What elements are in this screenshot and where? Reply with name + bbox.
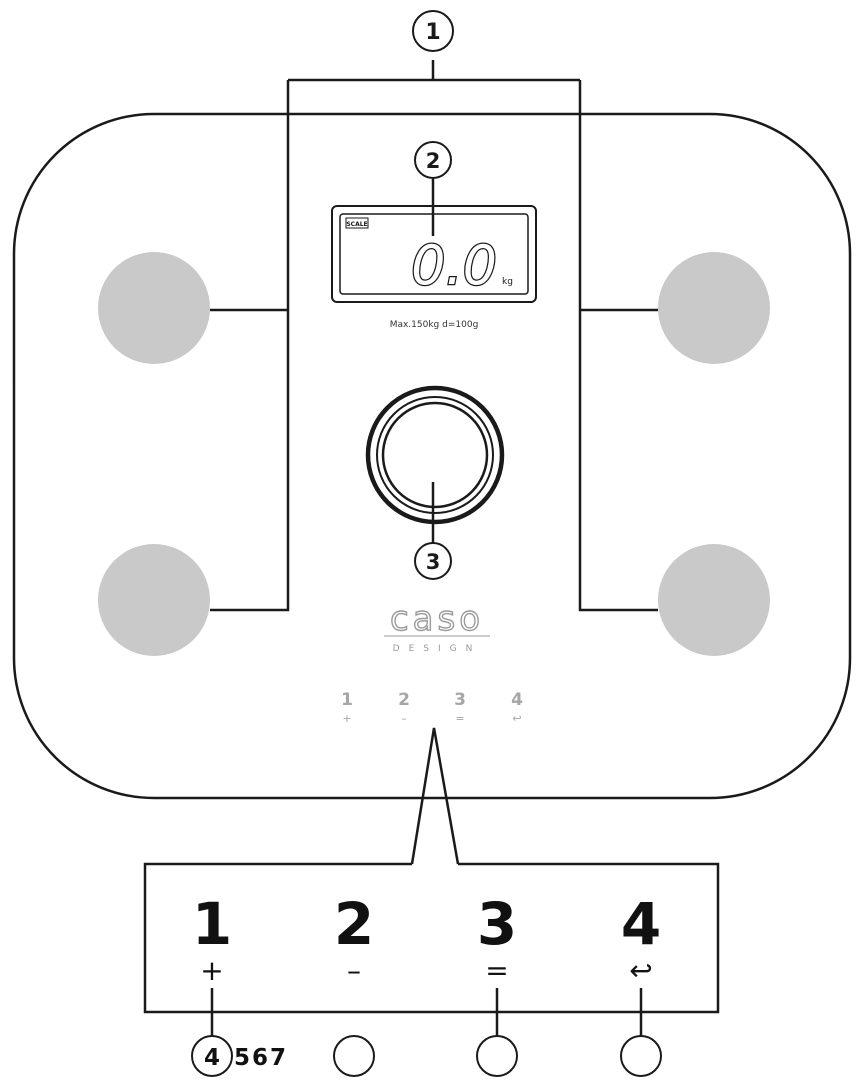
platform-button-2-number: 2 (398, 690, 410, 710)
callout-1-leaders (210, 60, 658, 612)
platform-button-1-symbol: + (342, 712, 351, 725)
center-sensor-outer (365, 385, 505, 525)
bottom-callout-4-circle (620, 1035, 662, 1077)
sensor-pad-top-left (98, 252, 210, 364)
display-indicator: SCALE (346, 221, 367, 228)
zoom-button-4[interactable]: 4 ↩ (621, 890, 661, 987)
callout-1-label: 1 (425, 20, 440, 45)
center-sensor-inner (381, 401, 489, 509)
bottom-callout-3-circle (476, 1035, 518, 1077)
zoom-button-3-number: 3 (477, 890, 517, 958)
brand-logo: caso (390, 599, 484, 639)
zoom-button-4-symbol: ↩ (629, 954, 652, 987)
platform-button-4-number: 4 (511, 690, 523, 710)
platform-button-1[interactable]: 1 + (341, 690, 353, 725)
zoom-button-1-symbol: + (200, 954, 223, 987)
zoom-button-2-symbol: – (347, 954, 361, 987)
callout-3-label: 3 (426, 550, 441, 574)
zoom-button-3[interactable]: 3 = (477, 890, 517, 987)
display-indicator-box (345, 217, 369, 229)
platform-button-3-number: 3 (454, 690, 466, 710)
platform-button-4[interactable]: 4 ↩ (511, 690, 523, 725)
platform-button-3-symbol: = (455, 712, 464, 725)
callout-2-label: 2 (426, 149, 441, 173)
platform-button-4-symbol: ↩ (512, 712, 521, 725)
brand-subtitle: DESIGN (393, 644, 482, 654)
display-unit: kg (502, 277, 513, 287)
zoom-button-1[interactable]: 1 + (192, 890, 232, 987)
platform-button-2-symbol: – (401, 712, 407, 725)
sensor-pad-top-right (658, 252, 770, 364)
platform-button-3[interactable]: 3 = (454, 690, 466, 725)
platform-button-1-number: 1 (341, 690, 353, 710)
callout-1-circle (412, 10, 454, 52)
center-sensor-ring (376, 396, 494, 514)
display-reading: 0.0 (411, 234, 497, 297)
zoom-button-4-number: 4 (621, 890, 661, 958)
sensor-pad-bottom-left (98, 544, 210, 656)
zoom-button-2-number: 2 (334, 890, 374, 958)
zoom-panel (143, 862, 720, 1014)
scale-platform (12, 112, 852, 800)
zoom-button-2[interactable]: 2 – (334, 890, 374, 987)
sensor-pad-bottom-right (658, 544, 770, 656)
zoom-button-3-symbol: = (485, 954, 508, 987)
platform-button-2[interactable]: 2 – (398, 690, 410, 725)
bottom-callout-2-circle (333, 1035, 375, 1077)
capacity-label: Max.150kg d=100g (390, 320, 479, 330)
zoom-button-1-number: 1 (192, 890, 232, 958)
zoom-callout-lines (410, 727, 460, 865)
bottom-callout-1-circle (191, 1035, 233, 1077)
callout-2-circle (414, 141, 452, 179)
bottom-callout-1-label: 4 (204, 1045, 220, 1071)
callout-3-circle (414, 542, 452, 580)
bottom-callout-1-extra: 567 (234, 1045, 288, 1071)
